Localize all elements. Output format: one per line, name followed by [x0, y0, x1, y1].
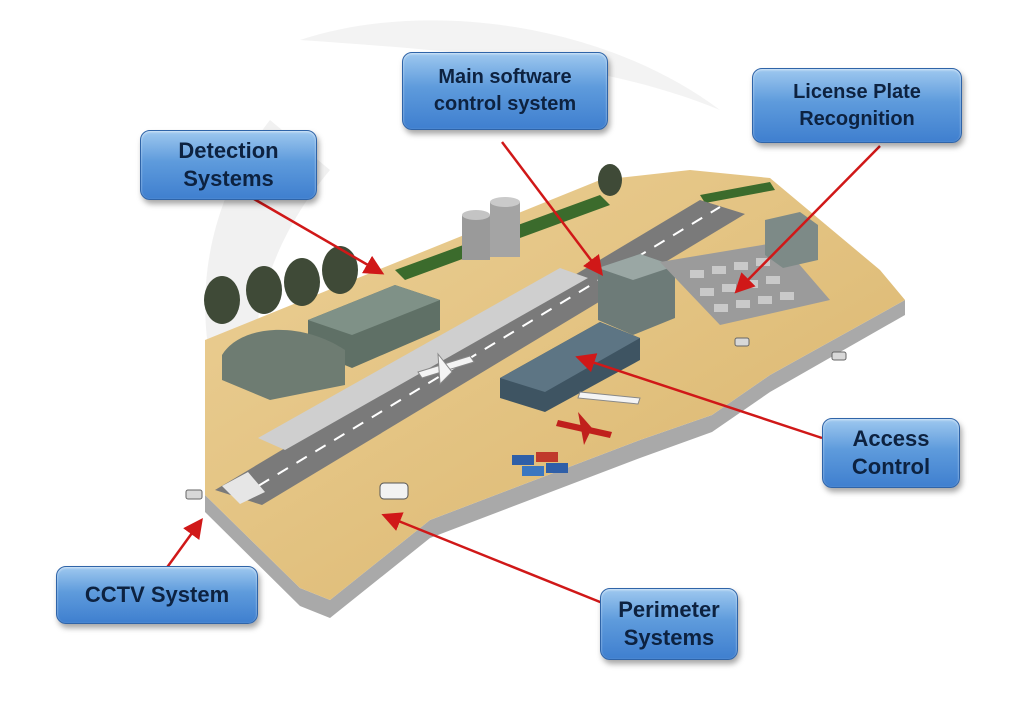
background-swirl-upper	[300, 20, 720, 110]
arrow-main-software	[501, 141, 604, 276]
terminal-roof	[500, 322, 640, 392]
plane-white	[417, 352, 475, 386]
arrow-perimeter	[381, 512, 611, 608]
office-building	[765, 212, 818, 268]
tree-row	[204, 164, 622, 324]
callout-arrows	[153, 141, 881, 608]
runway-threshold	[222, 472, 265, 504]
fuel-tanks	[462, 197, 520, 260]
cctv-system-label: CCTV System	[56, 566, 258, 624]
perimeter-systems-label: Perimeter Systems	[600, 588, 738, 660]
main-software-label: Main software control system	[402, 52, 608, 130]
plane-red	[556, 412, 612, 445]
license-plate-label: License Plate Recognition	[752, 68, 962, 143]
arrow-access-control	[575, 353, 823, 440]
detection-systems-label: Detection Systems	[140, 130, 317, 200]
cctv-camera	[185, 337, 847, 500]
grass-strip-right	[700, 182, 775, 203]
runway-shoulder	[258, 268, 588, 450]
control-building-roof	[598, 254, 675, 280]
plane-terminal	[577, 391, 641, 405]
hangar-large-roof	[308, 285, 440, 335]
arrow-license-plate	[734, 145, 881, 294]
hangar-small	[222, 329, 345, 400]
arrow-detection	[234, 186, 385, 275]
access-control-label: Access Control	[822, 418, 960, 488]
car-white	[379, 482, 409, 500]
cargo-containers	[512, 452, 568, 476]
